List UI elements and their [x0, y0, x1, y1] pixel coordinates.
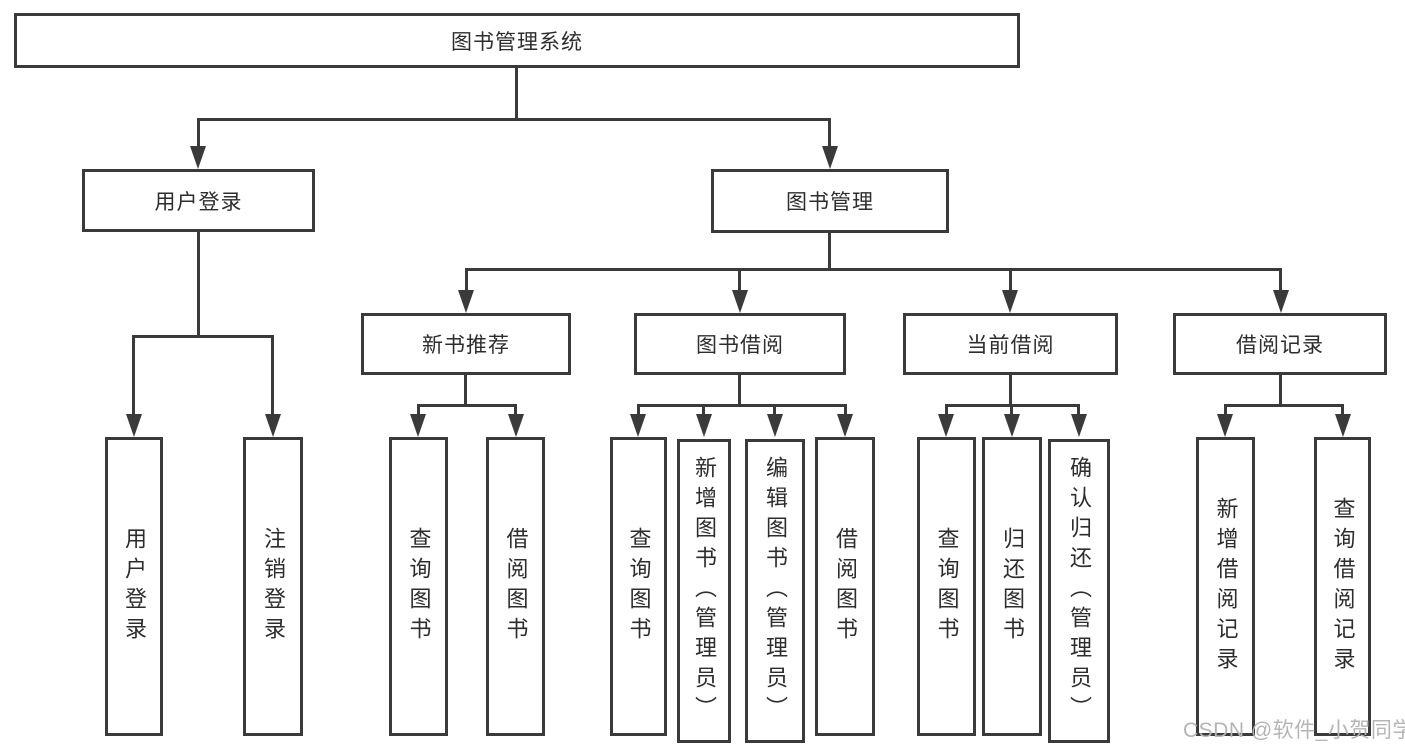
connector-line [702, 404, 705, 416]
leaf-logout: 注销登录 [243, 437, 303, 736]
csdn-watermark: CSDN @软件_小贺同学 [1183, 719, 1405, 742]
arrow-down-icon [732, 290, 748, 313]
connector-line [1009, 268, 1012, 292]
arrow-down-icon [630, 414, 646, 437]
node-label: 新增图书（管理员） [692, 456, 717, 726]
arrow-down-icon [265, 414, 281, 437]
leaf-borrow-borrow-books: 借阅图书 [815, 437, 875, 736]
node-book-borrow: 图书借阅 [634, 313, 846, 375]
connector-line [271, 335, 274, 416]
node-label: 新书推荐 [422, 334, 510, 357]
arrow-down-icon [1217, 414, 1233, 437]
leaf-current-query-books: 查询图书 [917, 437, 976, 736]
arrow-down-icon [126, 414, 142, 437]
node-library-system: 图书管理系统 [14, 13, 1020, 68]
node-label: 当前借阅 [966, 334, 1055, 357]
connector-line [417, 404, 517, 407]
node-label: 图书借阅 [696, 334, 784, 357]
node-label: 注销登录 [261, 526, 286, 647]
arrow-down-icon [1273, 290, 1289, 313]
node-label: 用户登录 [154, 190, 243, 214]
connector-line [1224, 404, 1227, 416]
node-book-management: 图书管理 [711, 169, 949, 233]
node-label: 查询借阅记录 [1330, 496, 1356, 677]
node-label: 图书管理系统 [451, 30, 583, 54]
leaf-user-login: 用户登录 [105, 437, 163, 736]
node-user-login: 用户登录 [82, 169, 315, 232]
leaf-current-confirm-return-admin: 确认归还（管理员） [1048, 439, 1110, 743]
leaf-borrow-add-books-admin: 新增图书（管理员） [677, 439, 731, 743]
arrow-down-icon [1071, 414, 1087, 437]
connector-line [514, 404, 517, 416]
arrow-down-icon [822, 146, 838, 169]
connector-line [417, 404, 420, 416]
connector-line [465, 268, 1282, 271]
connector-line [464, 375, 467, 406]
arrow-down-icon [696, 414, 712, 437]
arrow-down-icon [1002, 290, 1018, 313]
connector-line [844, 404, 847, 416]
connector-line [738, 375, 741, 406]
connector-line [197, 118, 200, 148]
connector-line [828, 118, 831, 148]
connector-line [515, 68, 518, 118]
connector-line [197, 118, 831, 121]
leaf-records-query-record: 查询借阅记录 [1314, 437, 1371, 736]
connector-line [1077, 404, 1080, 416]
node-label: 图书管理 [786, 191, 874, 214]
arrow-down-icon [1335, 414, 1351, 437]
arrow-down-icon [938, 414, 954, 437]
node-label: 查询图书 [406, 526, 432, 647]
connector-line [1279, 268, 1282, 292]
node-current-borrow: 当前借阅 [903, 313, 1118, 375]
connector-line [828, 233, 831, 271]
leaf-borrow-edit-books-admin: 编辑图书（管理员） [745, 439, 805, 743]
node-label: 新增借阅记录 [1213, 496, 1239, 677]
arrow-down-icon [410, 414, 426, 437]
arrow-down-icon [458, 290, 474, 313]
node-label: 借阅图书 [503, 526, 529, 647]
connector-line [1341, 404, 1344, 416]
connector-line [132, 335, 135, 416]
connector-line [637, 404, 640, 416]
connector-line [465, 268, 468, 292]
node-label: 借阅图书 [833, 526, 858, 647]
connector-line [738, 268, 741, 292]
leaf-records-add-record: 新增借阅记录 [1196, 437, 1255, 736]
node-label: 编辑图书（管理员） [763, 456, 788, 726]
node-new-book-recommend: 新书推荐 [361, 313, 571, 375]
node-label: 归还图书 [1000, 526, 1025, 647]
leaf-borrow-query-books: 查询图书 [610, 437, 667, 736]
leaf-newbook-borrow-books: 借阅图书 [486, 437, 545, 736]
arrow-down-icon [767, 414, 783, 437]
connector-line [1279, 375, 1282, 406]
node-label: 借阅记录 [1236, 334, 1324, 357]
connector-line [1224, 404, 1344, 407]
arrow-down-icon [190, 146, 206, 169]
node-label: 查询图书 [934, 526, 960, 647]
arrow-down-icon [508, 414, 524, 437]
connector-line [132, 335, 274, 338]
connector-line [637, 404, 847, 407]
connector-line [773, 404, 776, 416]
arrow-down-icon [837, 414, 853, 437]
leaf-current-return-books: 归还图书 [982, 437, 1042, 736]
node-borrow-records: 借阅记录 [1173, 313, 1387, 375]
connector-line [945, 404, 948, 416]
node-label: 查询图书 [626, 526, 652, 647]
node-label: 用户登录 [122, 526, 147, 647]
connector-line [1009, 375, 1012, 406]
connector-line [197, 232, 200, 336]
leaf-newbook-query-books: 查询图书 [389, 437, 448, 736]
node-label: 确认归还（管理员） [1067, 456, 1092, 726]
arrow-down-icon [1004, 414, 1020, 437]
connector-line [1010, 404, 1013, 416]
